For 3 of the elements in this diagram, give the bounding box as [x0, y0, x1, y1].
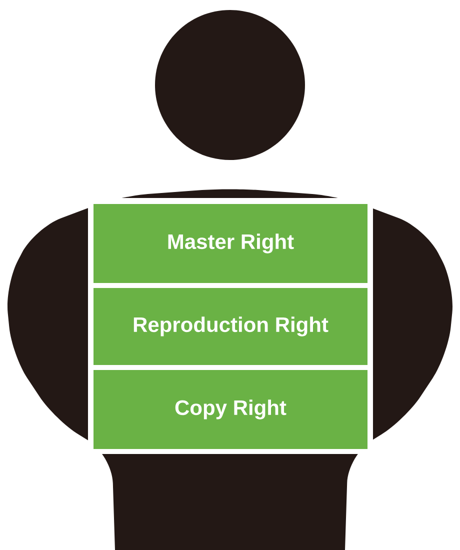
label-box: Copy Right — [94, 370, 368, 449]
label-box: Master Right — [94, 204, 368, 283]
label-box: Reproduction Right — [94, 288, 368, 365]
